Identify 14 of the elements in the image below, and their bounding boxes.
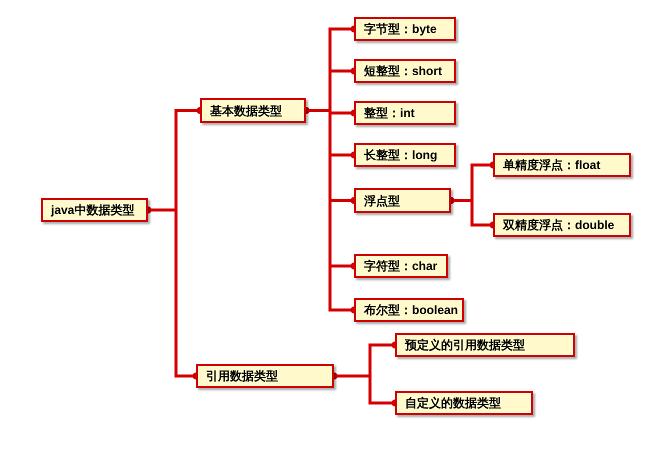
type-box: java中数据类型 (41, 198, 148, 222)
type-box: 整型：int (354, 101, 456, 125)
type-box: 字节型：byte (354, 17, 456, 41)
type-box: 长整型：long (354, 143, 456, 167)
type-box: 单精度浮点：float (493, 153, 631, 177)
type-box: 字符型：char (354, 254, 448, 278)
type-box: 预定义的引用数据类型 (395, 333, 575, 357)
type-box: 引用数据类型 (196, 364, 334, 388)
type-box: 基本数据类型 (200, 98, 306, 123)
type-box: 短整型：short (354, 59, 456, 83)
type-box: 自定义的数据类型 (395, 391, 533, 415)
type-box: 浮点型 (354, 188, 451, 213)
type-box: 双精度浮点：double (493, 213, 631, 237)
type-box: 布尔型：boolean (354, 298, 464, 322)
